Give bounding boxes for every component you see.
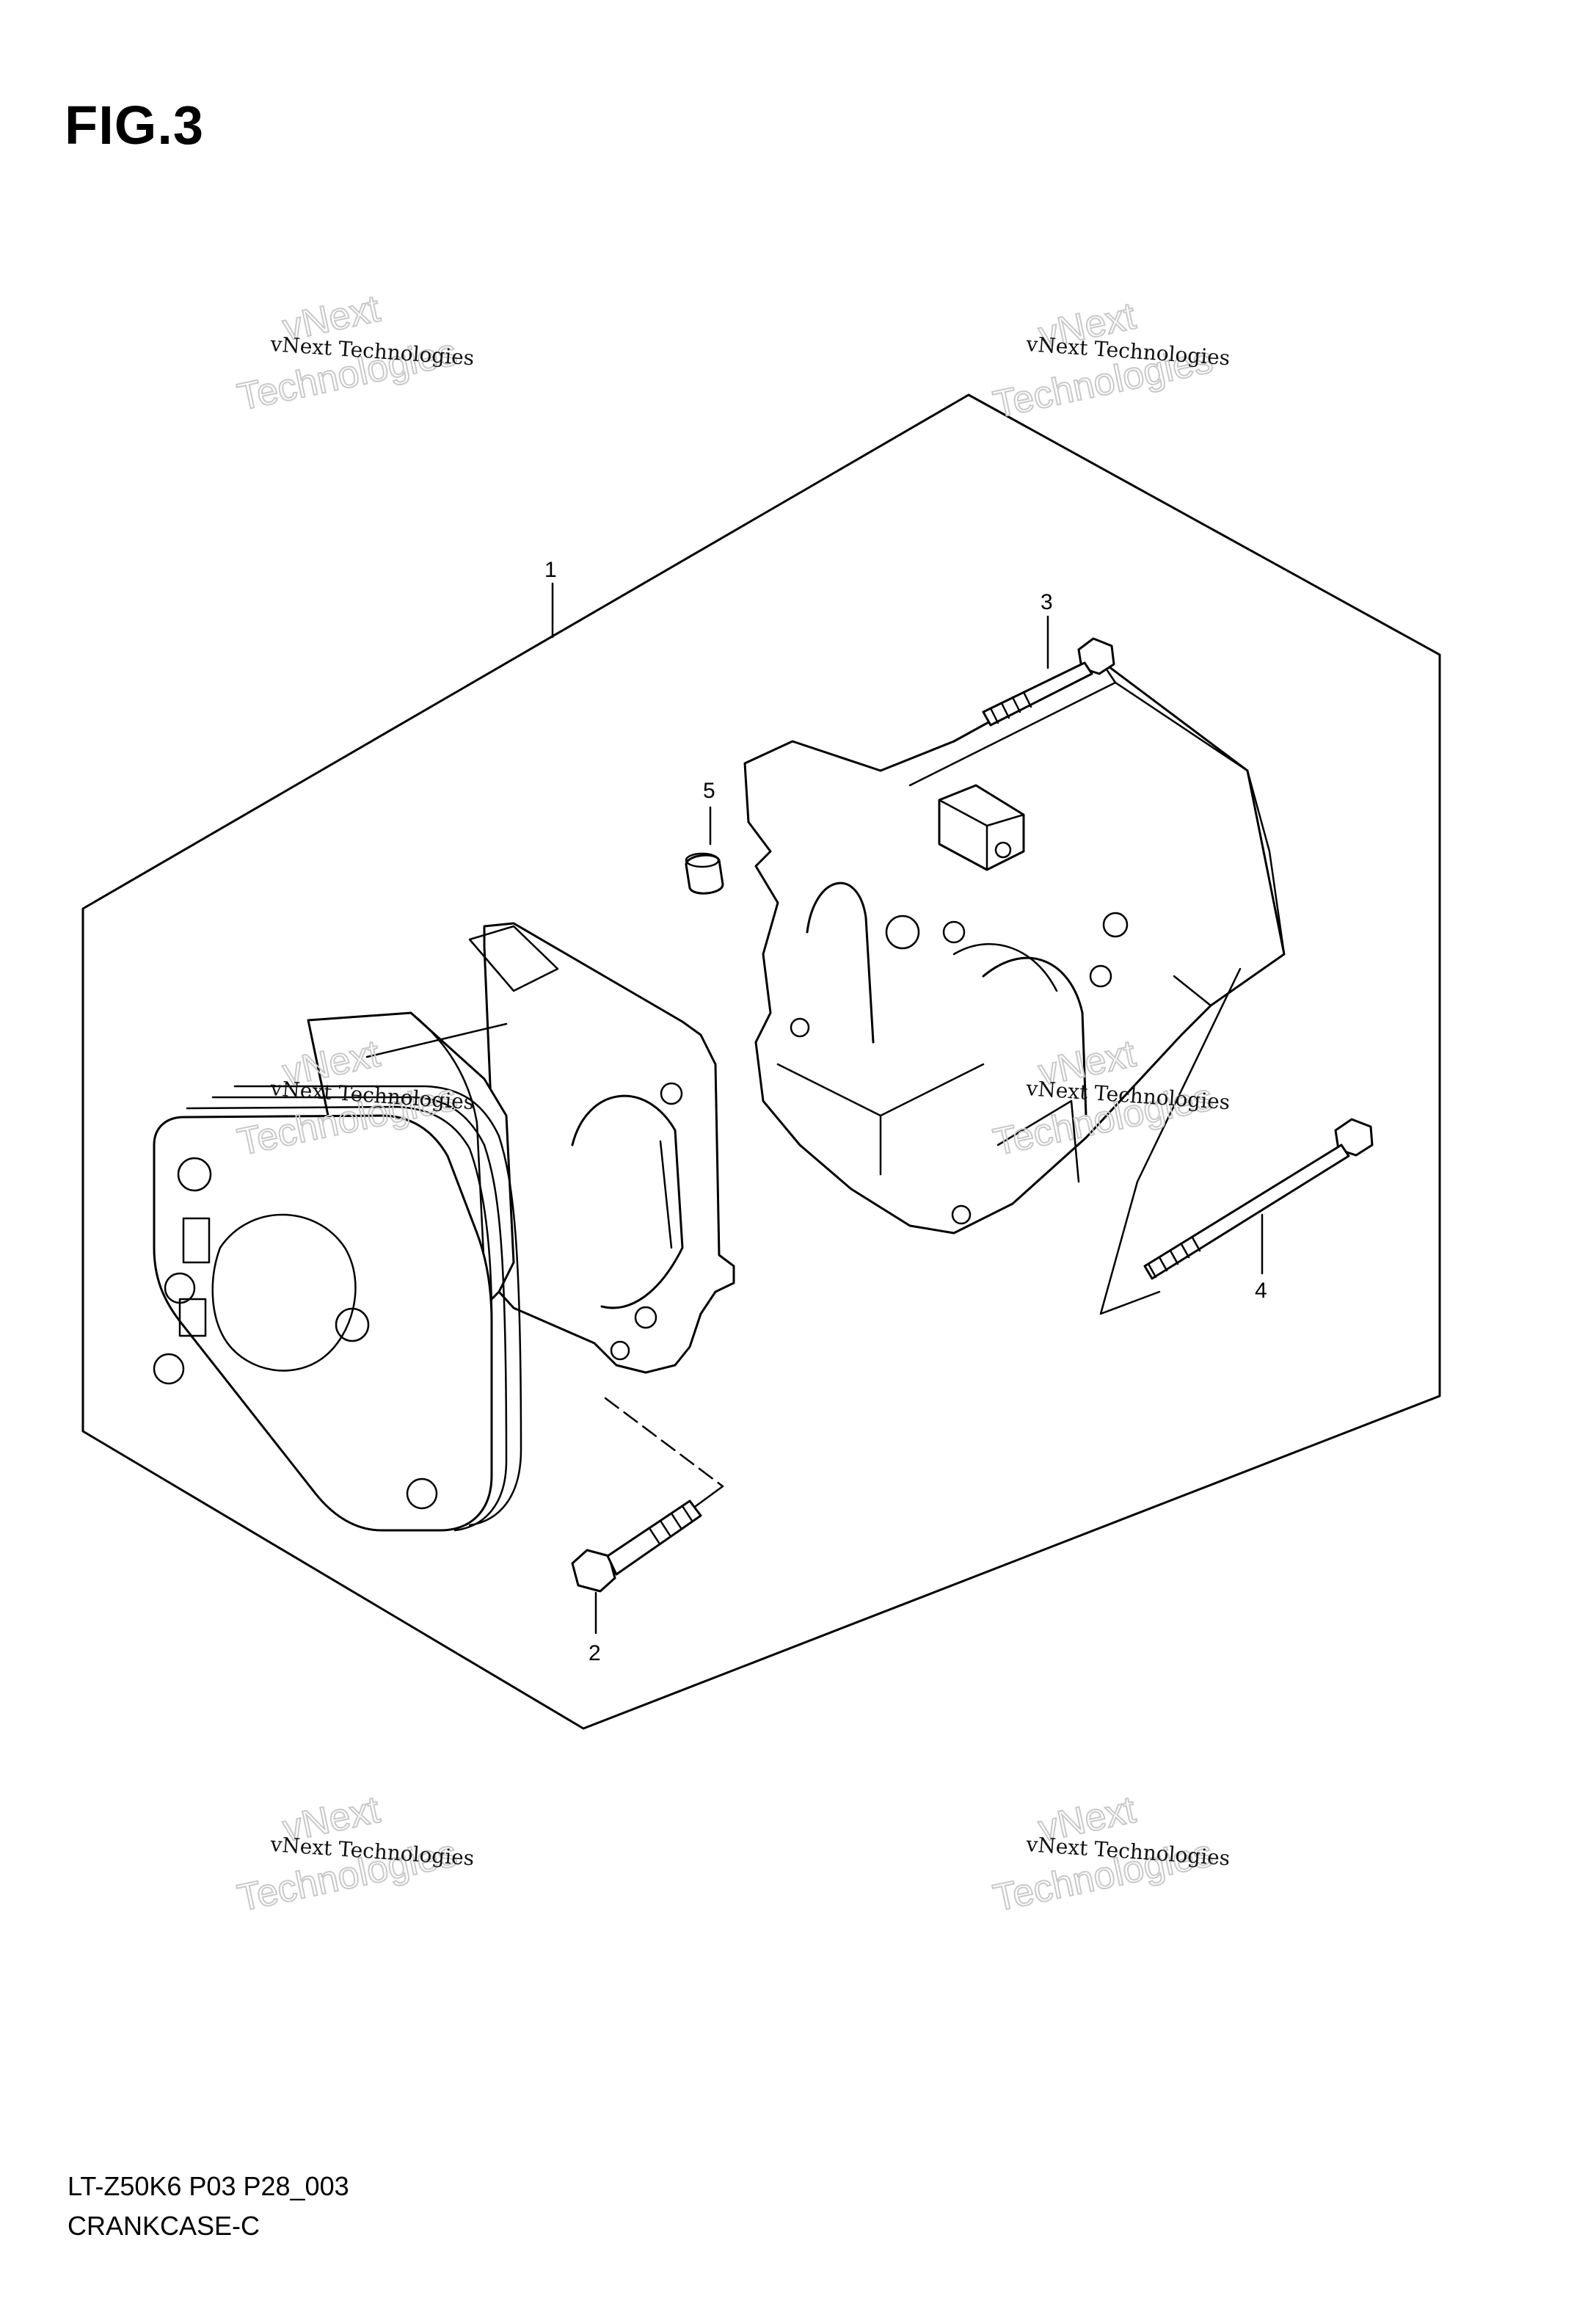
callout-4-label: 4 xyxy=(1255,1279,1267,1303)
assembly-boundary xyxy=(81,393,1441,1730)
bolt-4 xyxy=(1143,1118,1374,1280)
dowel-pin-5 xyxy=(685,806,724,895)
callout-3-label: 3 xyxy=(1041,590,1053,614)
footer-model-code: LT-Z50K6 P03 P28_003 xyxy=(68,2171,349,2201)
callout-1-label: 1 xyxy=(544,558,557,582)
crankcase-half-right xyxy=(743,659,1286,1315)
callout-5-label: 5 xyxy=(703,779,715,803)
callout-2-label: 2 xyxy=(589,1641,601,1665)
crankcase-half-left xyxy=(153,922,735,1532)
figure-title: FIG.3 xyxy=(65,95,205,156)
bolt-3 xyxy=(982,615,1115,727)
bolt-2 xyxy=(571,1499,702,1635)
footer-section-name: CRANKCASE-C xyxy=(68,2211,260,2241)
